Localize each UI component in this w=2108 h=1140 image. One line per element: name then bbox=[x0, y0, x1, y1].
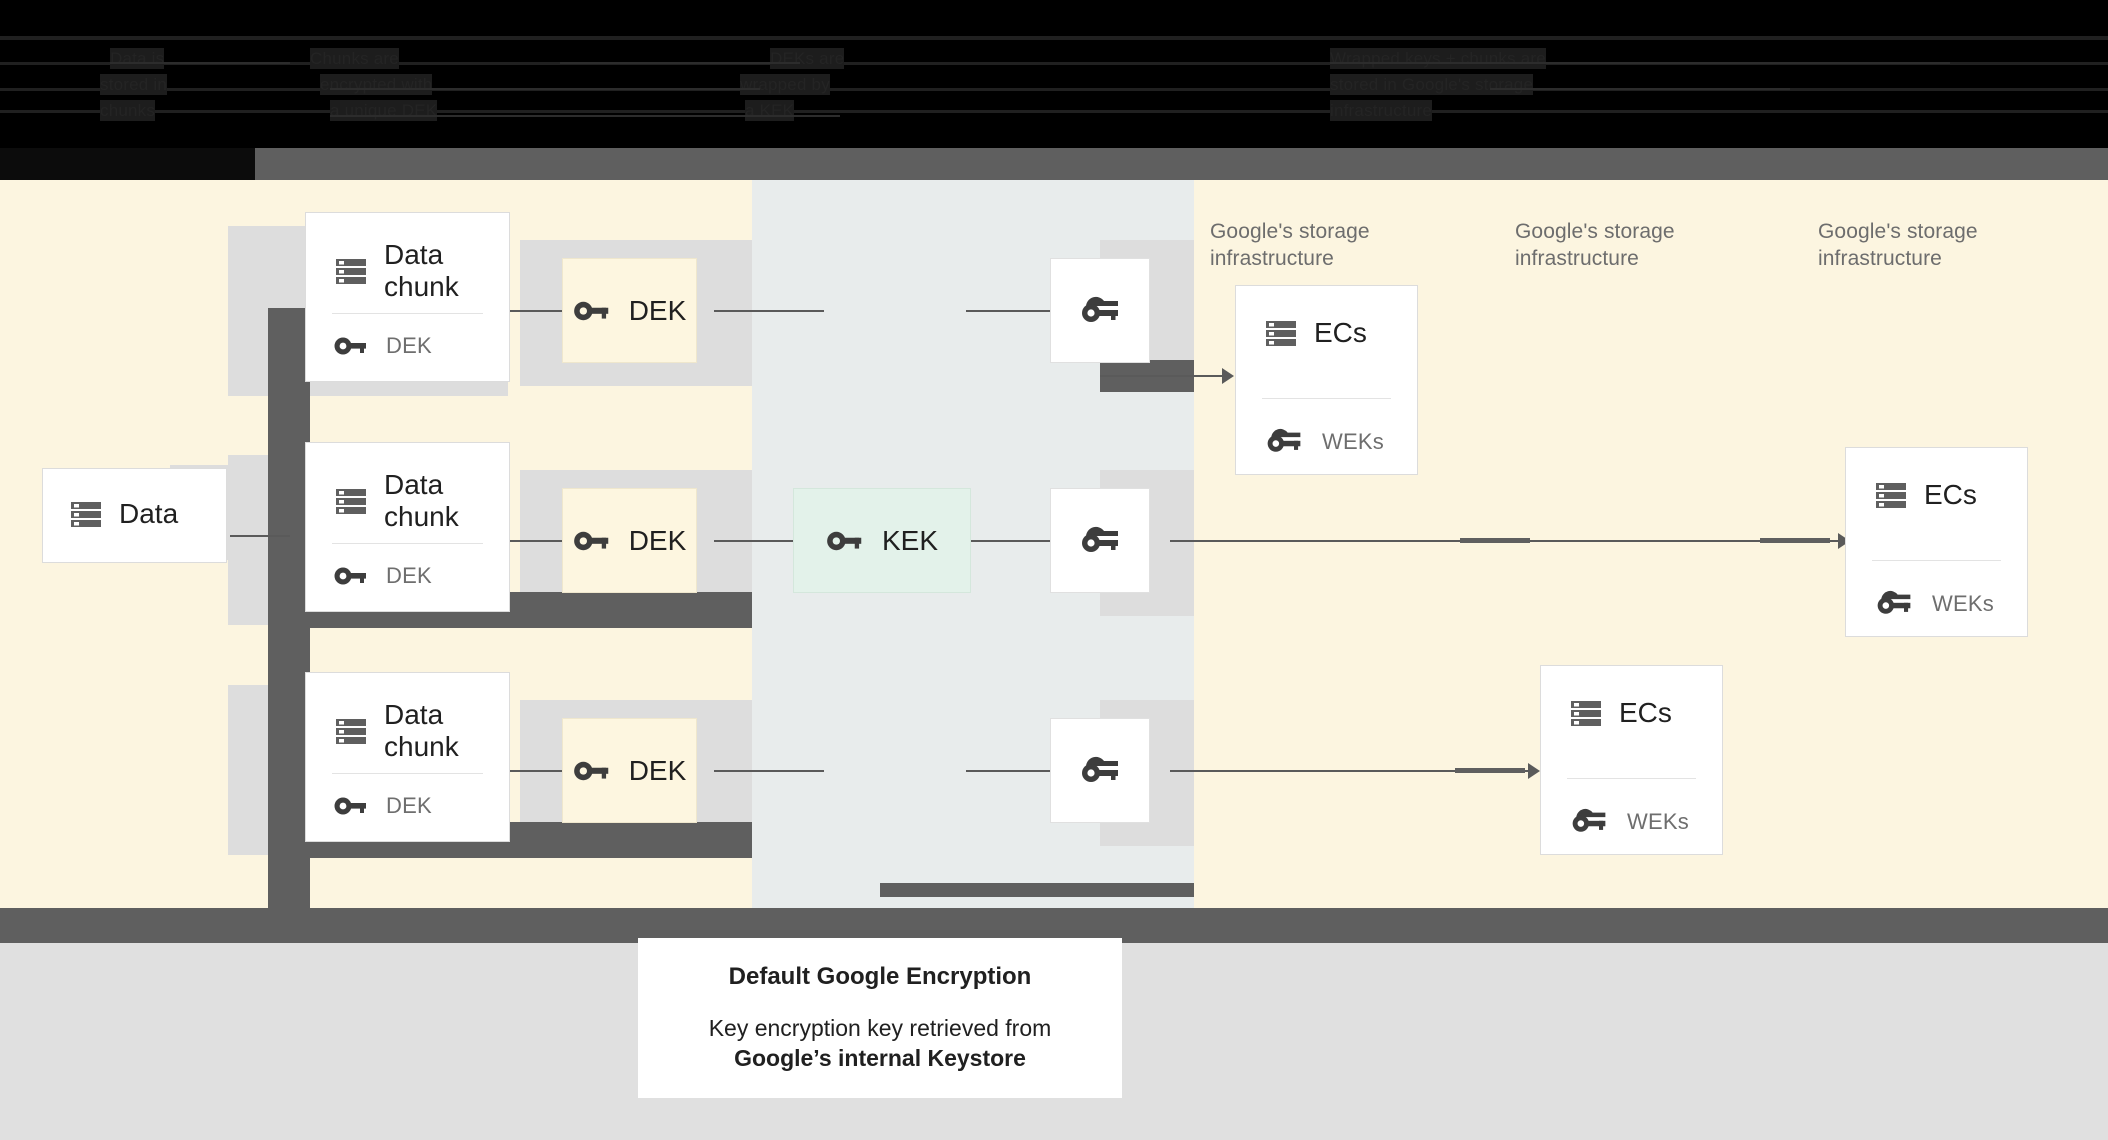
line-dek3-to-wek3 bbox=[714, 770, 824, 772]
box-kek[interactable]: KEK bbox=[793, 488, 971, 593]
card-ec-2[interactable]: ECs WEKs bbox=[1845, 447, 2028, 637]
database-icon bbox=[1569, 696, 1603, 730]
line-dek2-to-wek2 bbox=[714, 540, 824, 542]
card-chunk-title: Data chunk bbox=[384, 239, 459, 302]
card-data-chunk-2[interactable]: Data chunk DEK bbox=[305, 442, 510, 612]
database-icon bbox=[334, 714, 368, 748]
caption-title: Default Google Encryption bbox=[728, 963, 1032, 990]
card-chunk-title: Data chunk bbox=[384, 469, 459, 532]
banner-fragment-6: a unique DEK bbox=[330, 100, 438, 121]
card-ec-title: ECs bbox=[1314, 317, 1367, 348]
arrow-head-to-ec3 bbox=[1528, 763, 1540, 779]
banner-fragment-1: Data is bbox=[110, 48, 165, 69]
card-data-chunk-3[interactable]: Data chunk DEK bbox=[305, 672, 510, 842]
banner-fragment-8: wrapped by bbox=[740, 74, 830, 95]
banner-fragment-11: stored in Google's storage bbox=[1330, 74, 1534, 95]
arrow3-accent bbox=[1455, 768, 1525, 773]
box-dek-label: DEK bbox=[628, 524, 687, 556]
card-data-chunk-1[interactable]: Data chunk DEK bbox=[305, 212, 510, 382]
database-icon bbox=[334, 484, 368, 518]
box-dek-label: DEK bbox=[628, 754, 687, 786]
banner-fragment-9: a KEK bbox=[745, 100, 795, 121]
card-ec-key-label: WEKs bbox=[1322, 428, 1384, 454]
card-source-data[interactable]: Data bbox=[42, 468, 227, 563]
database-icon bbox=[69, 497, 103, 531]
card-chunk-title: Data chunk bbox=[384, 699, 459, 762]
card-chunk-key-label: DEK bbox=[386, 563, 432, 588]
box-dek-1[interactable]: DEK bbox=[562, 258, 697, 363]
wrapped-key-icon bbox=[1264, 424, 1304, 459]
banner-fragment-12: infrastructure bbox=[1330, 100, 1433, 121]
keybox-wrapped-3[interactable] bbox=[1050, 718, 1150, 823]
caption-card: Default Google Encryption Key encryption… bbox=[638, 938, 1122, 1098]
banner-fragment-5: encrypted with bbox=[320, 74, 433, 95]
main-canvas: Data Data chunk bbox=[0, 180, 2108, 948]
key-icon bbox=[334, 794, 368, 818]
key-icon bbox=[573, 758, 611, 784]
banner-fragment-3: chunks bbox=[100, 100, 156, 121]
arrow-line-to-ec1 bbox=[1100, 375, 1224, 377]
box-kek-label: KEK bbox=[881, 524, 939, 556]
card-ec-title: ECs bbox=[1619, 697, 1672, 728]
wrapped-key-icon bbox=[1078, 292, 1122, 329]
banner-fragment-2: stored in bbox=[100, 74, 168, 95]
wek3-stub-bar bbox=[880, 883, 1194, 897]
card-ec-1[interactable]: ECs WEKs bbox=[1235, 285, 1418, 475]
keybox-wrapped-1[interactable] bbox=[1050, 258, 1150, 363]
line-source-to-chunks bbox=[230, 535, 290, 537]
infra-label-1: Google's storage infrastructure bbox=[1210, 220, 1370, 270]
keybox-wrapped-2[interactable] bbox=[1050, 488, 1150, 593]
caption-body: Key encryption key retrieved from Google… bbox=[709, 1013, 1052, 1073]
wrapped-key-icon bbox=[1078, 522, 1122, 559]
card-source-title: Data bbox=[119, 498, 179, 529]
arrow-line-to-ec3 bbox=[1170, 770, 1530, 772]
box-dek-3[interactable]: DEK bbox=[562, 718, 697, 823]
banner-fragment-4: Chunks are bbox=[310, 48, 399, 69]
card-ec-key-label: WEKs bbox=[1627, 808, 1689, 834]
key-icon bbox=[334, 564, 368, 588]
database-icon bbox=[1874, 478, 1908, 512]
wrapped-key-icon bbox=[1874, 586, 1914, 621]
key-icon bbox=[334, 334, 368, 358]
line-kek-to-wek1 bbox=[966, 310, 1050, 312]
arrow-head-to-ec1 bbox=[1222, 368, 1234, 384]
caption-line-2: Google’s internal Keystore bbox=[734, 1045, 1026, 1071]
key-icon bbox=[573, 298, 611, 324]
arrow2-accent-a bbox=[1460, 538, 1530, 543]
banner-fragment-10: Wrapped keys + chunks are bbox=[1330, 48, 1546, 69]
wrapped-key-icon bbox=[1569, 804, 1609, 839]
card-chunk-key-label: DEK bbox=[386, 793, 432, 818]
line-kek-to-wek3 bbox=[966, 770, 1050, 772]
caption-line-1: Key encryption key retrieved from bbox=[708, 1015, 1052, 1041]
header-band-dark-left bbox=[0, 148, 255, 186]
box-dek-label: DEK bbox=[628, 294, 687, 326]
card-chunk-key-label: DEK bbox=[386, 333, 432, 358]
bottom-gray-bar bbox=[0, 908, 2108, 943]
header-gray-band bbox=[0, 148, 2108, 186]
banner-fragment-7: DEKs are bbox=[770, 48, 845, 69]
key-icon bbox=[573, 528, 611, 554]
arrow2-accent-b bbox=[1760, 538, 1830, 543]
wrapped-key-icon bbox=[1078, 752, 1122, 789]
key-icon bbox=[826, 528, 864, 554]
card-ec-3[interactable]: ECs WEKs bbox=[1540, 665, 1723, 855]
card-ec-key-label: WEKs bbox=[1932, 590, 1994, 616]
card-ec-title: ECs bbox=[1924, 479, 1977, 510]
infra-label-2: Google's storage infrastructure bbox=[1515, 220, 1675, 270]
line-kek-to-wek2 bbox=[966, 540, 1050, 542]
database-icon bbox=[1264, 316, 1298, 350]
database-icon bbox=[334, 254, 368, 288]
infra-label-3: Google's storage infrastructure bbox=[1818, 220, 1978, 270]
box-dek-2[interactable]: DEK bbox=[562, 488, 697, 593]
line-dek1-to-wek1 bbox=[714, 310, 824, 312]
